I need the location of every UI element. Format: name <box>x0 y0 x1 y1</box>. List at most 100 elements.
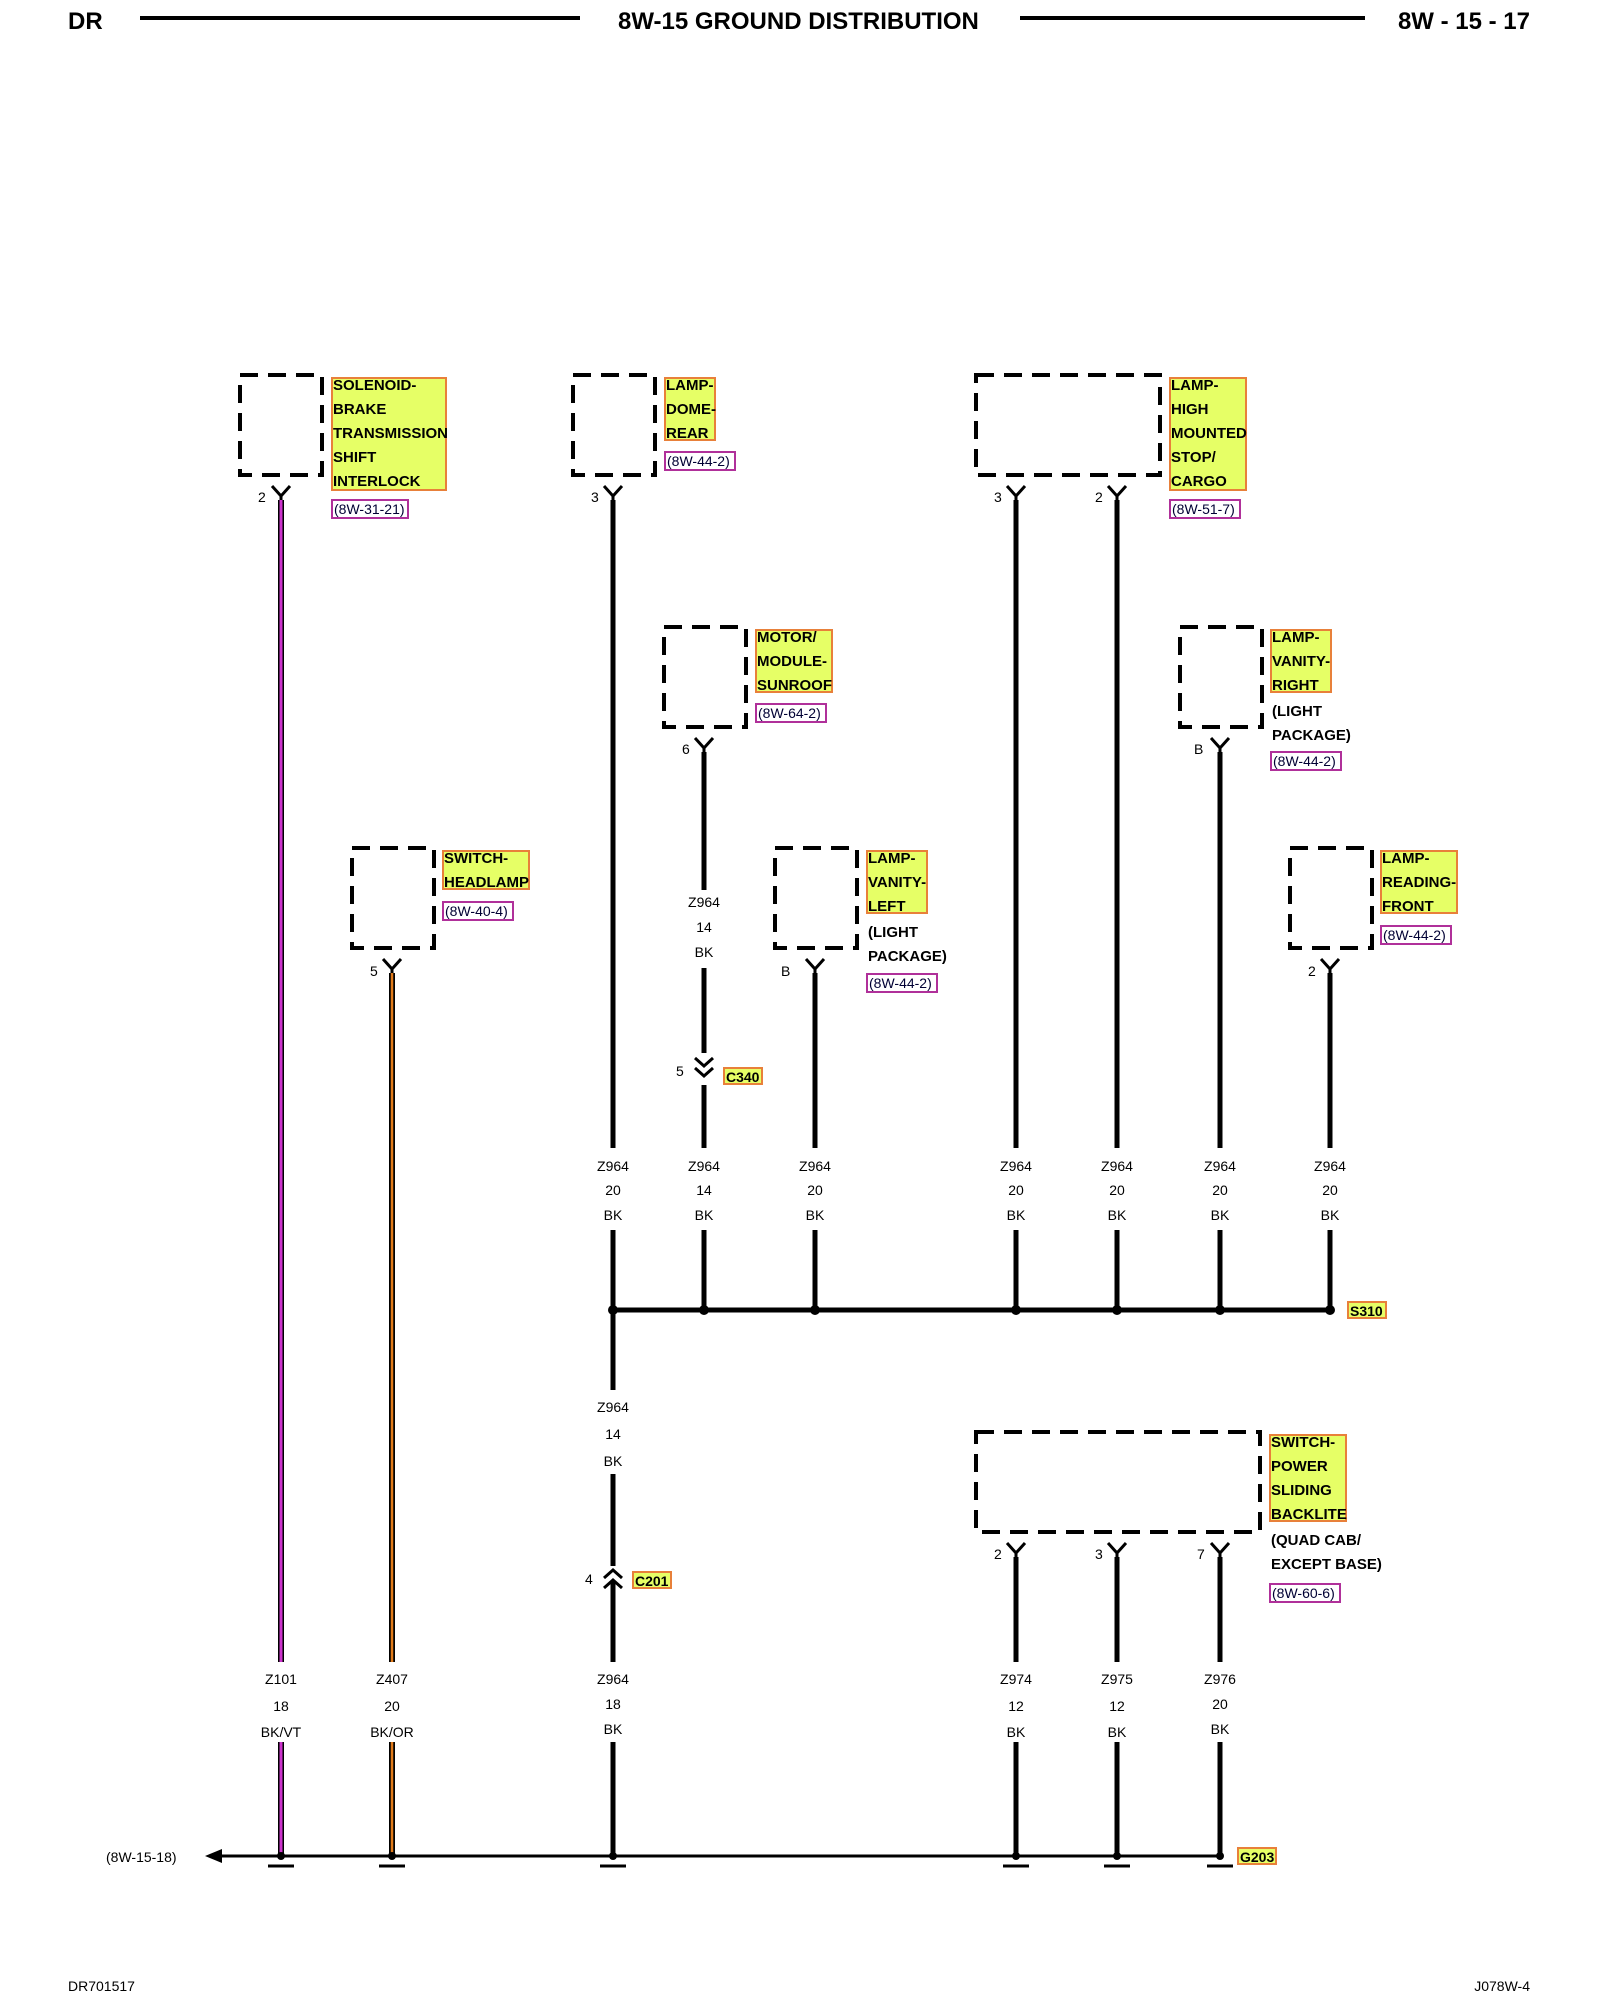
wire-label-reading: Z964 20 BK <box>1314 1158 1346 1223</box>
c201-connector-icon <box>603 1567 623 1590</box>
svg-text:Z964: Z964 <box>597 1158 629 1174</box>
pin-backlite-2: 2 <box>994 1546 1002 1562</box>
pin-chmsl-3: 3 <box>994 489 1002 505</box>
g203-label: G203 <box>1237 1847 1277 1865</box>
svg-text:(8W-44-2): (8W-44-2) <box>1383 927 1446 943</box>
solenoid-ref[interactable]: (8W-31-21) <box>331 499 409 519</box>
pin-chmsl-2: 2 <box>1095 489 1103 505</box>
wire-label-solenoid: Z101 18 BK/VT <box>261 1671 302 1740</box>
svg-text:BK: BK <box>806 1207 825 1223</box>
c340-pin: 5 <box>676 1063 684 1079</box>
svg-text:(8W-31-21): (8W-31-21) <box>334 501 405 517</box>
header-rule-left <box>140 16 580 20</box>
offpage-ref[interactable]: (8W-15-18) <box>106 1849 177 1865</box>
vanity-left-ref[interactable]: (8W-44-2) <box>866 973 938 993</box>
svg-text:(8W-60-6): (8W-60-6) <box>1272 1585 1335 1601</box>
backlite-switch-outline <box>974 1430 1262 1534</box>
svg-text:G203: G203 <box>1240 1849 1274 1865</box>
pin-backlite-7: 7 <box>1197 1546 1205 1562</box>
sunroof-label: MOTOR/MODULE-SUNROOF <box>755 629 833 694</box>
wire-label-sunroof-upper: Z964 14 BK <box>688 894 720 960</box>
svg-text:Z964: Z964 <box>688 1158 720 1174</box>
wire-label-vanity-right: Z964 20 BK <box>1204 1158 1236 1223</box>
reading-lamp-ref[interactable]: (8W-44-2) <box>1380 925 1452 945</box>
svg-text:Z964: Z964 <box>688 894 720 910</box>
svg-text:BK: BK <box>695 944 714 960</box>
svg-text:BK: BK <box>604 1207 623 1223</box>
svg-text:14: 14 <box>605 1426 621 1442</box>
c201-label: C201 <box>632 1571 672 1589</box>
c340-label: C340 <box>723 1067 763 1085</box>
c340-connector-icon <box>694 1056 714 1079</box>
svg-text:BK: BK <box>1007 1724 1026 1740</box>
pin-dome: 3 <box>591 489 599 505</box>
wire-label-trunk-upper: Z964 14 BK <box>597 1399 629 1469</box>
wire-label-headlamp: Z407 20 BK/OR <box>370 1671 414 1740</box>
svg-text:(8W-64-2): (8W-64-2) <box>758 705 821 721</box>
svg-text:LAMP-VANITY-LEFT: LAMP-VANITY-LEFT <box>868 850 926 915</box>
svg-text:Z964: Z964 <box>597 1399 629 1415</box>
svg-text:Z964: Z964 <box>799 1158 831 1174</box>
solenoid-outline <box>238 373 324 477</box>
svg-text:(8W-44-2): (8W-44-2) <box>667 453 730 469</box>
headlamp-switch-label: SWITCH-HEADLAMP <box>442 850 530 891</box>
svg-text:MOTOR/MODULE-SUNROOF: MOTOR/MODULE-SUNROOF <box>757 629 832 694</box>
svg-text:12: 12 <box>1008 1698 1024 1714</box>
page-number: 8W - 15 - 17 <box>1397 8 1530 35</box>
pin-vanity-left: B <box>781 963 790 979</box>
svg-text:Z964: Z964 <box>597 1671 629 1687</box>
wire-label-chmsl-2: Z964 20 BK <box>1101 1158 1133 1223</box>
svg-text:20: 20 <box>1109 1182 1125 1198</box>
svg-text:BK: BK <box>604 1453 623 1469</box>
backlite-switch-ref[interactable]: (8W-60-6) <box>1269 1583 1341 1603</box>
svg-text:C201: C201 <box>635 1573 669 1589</box>
reading-lamp-label: LAMP-READING-FRONT <box>1380 850 1458 915</box>
svg-text:14: 14 <box>696 919 712 935</box>
headlamp-switch-ref[interactable]: (8W-40-4) <box>442 901 514 921</box>
pin-solenoid: 2 <box>258 489 266 505</box>
svg-text:BK: BK <box>1321 1207 1340 1223</box>
wire-label-trunk-lower: Z964 18 BK <box>597 1671 629 1737</box>
pin-headlamp: 5 <box>370 963 378 979</box>
dome-lamp-ref[interactable]: (8W-44-2) <box>664 451 736 471</box>
svg-text:12: 12 <box>1109 1698 1125 1714</box>
svg-text:20: 20 <box>1212 1696 1228 1712</box>
svg-text:BK/VT: BK/VT <box>261 1724 302 1740</box>
svg-text:(8W-44-2): (8W-44-2) <box>869 975 932 991</box>
svg-text:Z974: Z974 <box>1000 1671 1032 1687</box>
vanity-right-ref[interactable]: (8W-44-2) <box>1270 751 1342 771</box>
pin-reading: 2 <box>1308 963 1316 979</box>
c201-pin: 4 <box>585 1571 593 1587</box>
svg-text:(QUAD CAB/EXCEPT BASE): (QUAD CAB/EXCEPT BASE) <box>1271 1532 1382 1573</box>
svg-text:Z964: Z964 <box>1204 1158 1236 1174</box>
ground-dots <box>277 1852 1224 1860</box>
svg-text:20: 20 <box>1008 1182 1024 1198</box>
svg-text:BK: BK <box>604 1721 623 1737</box>
svg-text:LAMP-VANITY-RIGHT: LAMP-VANITY-RIGHT <box>1272 629 1330 694</box>
chmsl-ref[interactable]: (8W-51-7) <box>1169 499 1241 519</box>
vanity-right-outline <box>1178 625 1264 729</box>
svg-text:BK: BK <box>1007 1207 1026 1223</box>
pin-backlite-3: 3 <box>1095 1546 1103 1562</box>
svg-text:Z964: Z964 <box>1101 1158 1133 1174</box>
pin-vanity-right: B <box>1194 741 1203 757</box>
dome-lamp-label: LAMP-DOME-REAR <box>664 377 716 442</box>
svg-text:BK: BK <box>695 1207 714 1223</box>
wire-label-sunroof-lower: Z964 14 BK <box>688 1158 720 1223</box>
svg-text:(8W-51-7): (8W-51-7) <box>1172 501 1235 517</box>
svg-text:Z964: Z964 <box>1000 1158 1032 1174</box>
svg-text:BK: BK <box>1108 1724 1127 1740</box>
svg-text:BK: BK <box>1211 1207 1230 1223</box>
wire-label-backlite-3: Z975 12 BK <box>1101 1671 1133 1740</box>
svg-text:C340: C340 <box>726 1069 760 1085</box>
sunroof-ref[interactable]: (8W-64-2) <box>755 703 827 723</box>
headlamp-switch-outline <box>350 846 436 950</box>
s310-label: S310 <box>1347 1301 1387 1319</box>
footer-right: J078W-4 <box>1474 1978 1530 1994</box>
